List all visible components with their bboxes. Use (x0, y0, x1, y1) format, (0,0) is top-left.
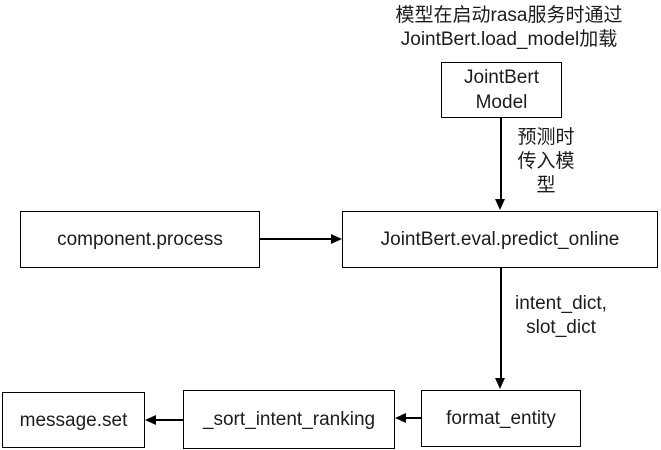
node-jointbert-eval-predict-online: JointBert.eval.predict_online (342, 211, 658, 268)
arrow-component-to-predict-head (331, 234, 342, 244)
arrow-predict-to-format-line (500, 268, 502, 379)
arrow-model-to-predict-head (495, 199, 505, 210)
arrow-predict-to-format-head (495, 378, 505, 389)
node-sort-intent-ranking: _sort_intent_ranking (183, 390, 395, 449)
edge-label-predict-input: 预测时 传入模 型 (517, 127, 575, 196)
node-message-set: message.set (2, 392, 145, 448)
arrow-sort-to-message-line (155, 419, 183, 421)
node-jointbert-model: JointBert Model (441, 62, 562, 118)
node-component-process: component.process (20, 211, 260, 268)
node-format-entity: format_entity (421, 390, 581, 447)
arrow-component-to-predict-line (260, 238, 332, 240)
arrow-sort-to-message-head (145, 415, 156, 425)
edge-label-intent-slot-dict: intent_dict, slot_dict (515, 293, 607, 338)
top-annotation: 模型在启动rasa服务时通过 JointBert.load_model加载 (395, 5, 623, 50)
arrow-format-to-sort-head (395, 413, 406, 423)
arrow-format-to-sort-line (405, 417, 421, 419)
arrow-model-to-predict-line (500, 118, 502, 199)
